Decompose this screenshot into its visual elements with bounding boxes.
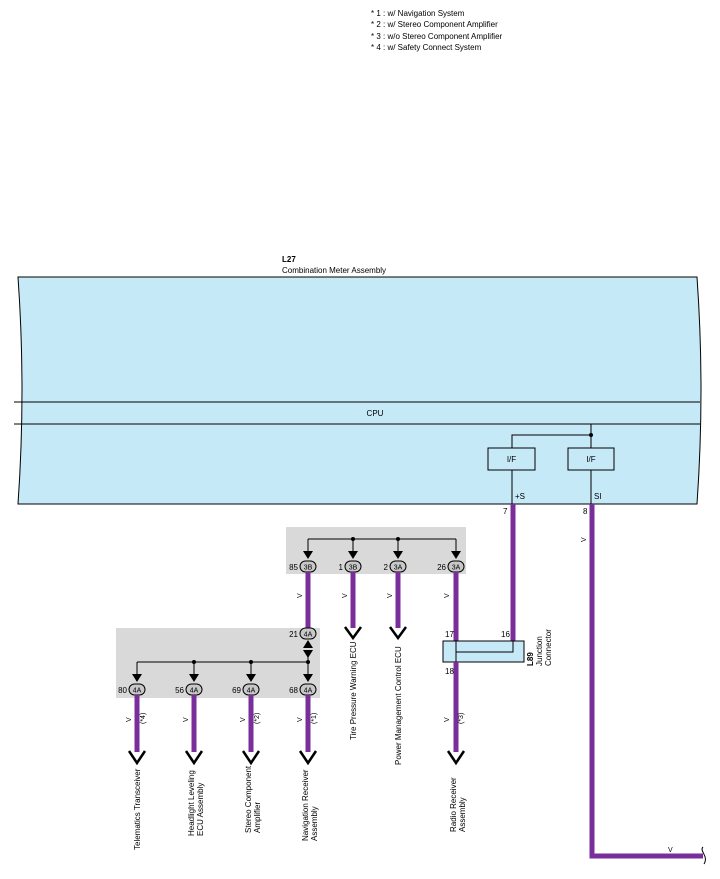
wire-26-color: V xyxy=(444,593,451,598)
note-2: * 2 : w/ Stereo Component Amplifier xyxy=(371,20,498,30)
wire-68-color: V xyxy=(297,717,304,722)
junction-pin-18: 18 xyxy=(445,667,454,676)
interface-1-label: I/F xyxy=(507,455,516,464)
upper-connector-2: 2 3A xyxy=(384,539,407,573)
note-1: * 1 : w/ Navigation System xyxy=(371,9,465,18)
cpu-label: CPU xyxy=(367,409,384,418)
option-notes: * 1 : w/ Navigation System * 2 : w/ Ster… xyxy=(371,8,502,54)
arrow-pin-68 xyxy=(298,750,318,766)
lower-connector-56-pin: 56 xyxy=(175,686,184,695)
dest-headlight-leveling-2: ECU Assembly xyxy=(196,783,205,836)
junction-internal-line xyxy=(455,641,514,653)
terminal-si: SI xyxy=(594,492,602,501)
note-3: * 3 : w/o Stereo Component Amplifier xyxy=(371,31,503,41)
lower-connector-56: 56 4A xyxy=(175,662,203,696)
junction-pin-16: 16 xyxy=(501,630,510,639)
lower-connector-68-pin: 68 xyxy=(289,686,298,695)
junction-name-2: Connector xyxy=(544,629,553,666)
joint-connector-pin: 21 xyxy=(289,630,298,639)
lower-connector-69: 69 4A xyxy=(232,662,260,696)
arrow-pin-2 xyxy=(388,626,408,641)
wire-69-color: V xyxy=(240,717,247,722)
wire-break-symbol xyxy=(701,846,706,865)
dest-radio-receiver-2: Assembly xyxy=(458,797,467,832)
wire-80-note: (*4) xyxy=(140,713,147,724)
upper-connector-26-pin: 26 xyxy=(437,563,446,572)
pin-7-label: 7 xyxy=(503,507,508,516)
meter-code: L27 xyxy=(282,255,296,264)
wire-18-color: V xyxy=(444,717,451,722)
wire-85-color: V xyxy=(297,593,304,598)
dest-stereo-amplifier-2: Amplifier xyxy=(253,802,262,833)
note-4: * 4 : w/ Safety Connect System xyxy=(371,43,482,53)
lower-splice-area xyxy=(116,628,320,698)
dest-power-management-ecu: Power Management Control ECU xyxy=(394,646,403,765)
wire-right-color: V xyxy=(668,847,673,854)
upper-connector-1: 1 3B xyxy=(339,539,362,573)
dest-stereo-amplifier-1: Stereo Component xyxy=(244,765,253,833)
dest-radio-receiver-1: Radio Receiver xyxy=(449,777,458,832)
arrow-pin-18 xyxy=(446,750,466,766)
upper-connector-85-code: 3B xyxy=(304,565,313,572)
arrow-pin-80 xyxy=(127,750,147,766)
upper-connector-1-code: 3B xyxy=(349,565,358,572)
wire-1-color: V xyxy=(342,593,349,598)
internal-junction-dot xyxy=(589,433,593,437)
dest-tire-pressure-ecu: Tire Pressure Warning ECU xyxy=(349,641,358,740)
joint-connector-21: 21 4A xyxy=(289,627,317,658)
arrow-pin-1 xyxy=(343,626,363,641)
lower-connector-68-code: 4A xyxy=(304,688,313,695)
lower-connector-80-code: 4A xyxy=(133,688,142,695)
terminal-plus-s: +S xyxy=(515,492,525,501)
internal-line xyxy=(511,434,592,448)
interface-2-label: I/F xyxy=(586,455,595,464)
lower-connector-69-pin: 69 xyxy=(232,686,241,695)
dest-telematics-transceiver: Telematics Transceiver xyxy=(133,768,142,850)
lower-connector-80: 80 4A xyxy=(118,662,146,696)
dest-headlight-leveling-1: Headlight Leveling xyxy=(187,770,196,836)
meter-name: Combination Meter Assembly xyxy=(282,266,386,275)
joint-connector-code: 4A xyxy=(304,632,313,639)
arrow-pin-56 xyxy=(184,750,204,766)
lower-connector-80-pin: 80 xyxy=(118,686,127,695)
meter-assembly-box xyxy=(17,276,702,505)
upper-connector-85-pin: 85 xyxy=(289,563,298,572)
junction-pin-17: 17 xyxy=(445,630,454,639)
wire-pin-8-color: V xyxy=(581,537,588,542)
dest-navigation-receiver-1: Navigation Receiver xyxy=(301,769,310,841)
lower-connector-69-code: 4A xyxy=(247,688,256,695)
lower-connector-56-code: 4A xyxy=(190,688,199,695)
upper-connector-2-code: 3A xyxy=(394,565,403,572)
wire-68-note: (*1) xyxy=(311,713,318,724)
wire-56-color: V xyxy=(183,717,190,722)
upper-connector-2-pin: 2 xyxy=(384,563,389,572)
wire-80-color: V xyxy=(126,717,133,722)
upper-connector-1-pin: 1 xyxy=(339,563,344,572)
junction-code: L89 xyxy=(526,652,535,666)
wire-69-note: (*2) xyxy=(254,713,261,724)
wire-pin-8 xyxy=(589,504,703,859)
upper-connector-26-code: 3A xyxy=(452,565,461,572)
dest-navigation-receiver-2: Assembly xyxy=(310,806,319,841)
wire-18-note: (*3) xyxy=(458,713,465,724)
pin-8-label: 8 xyxy=(583,507,588,516)
wire-2-color: V xyxy=(387,593,394,598)
lower-connector-68: 68 4A xyxy=(289,662,317,696)
arrow-pin-69 xyxy=(241,750,261,766)
junction-name-1: Junction xyxy=(535,636,544,666)
